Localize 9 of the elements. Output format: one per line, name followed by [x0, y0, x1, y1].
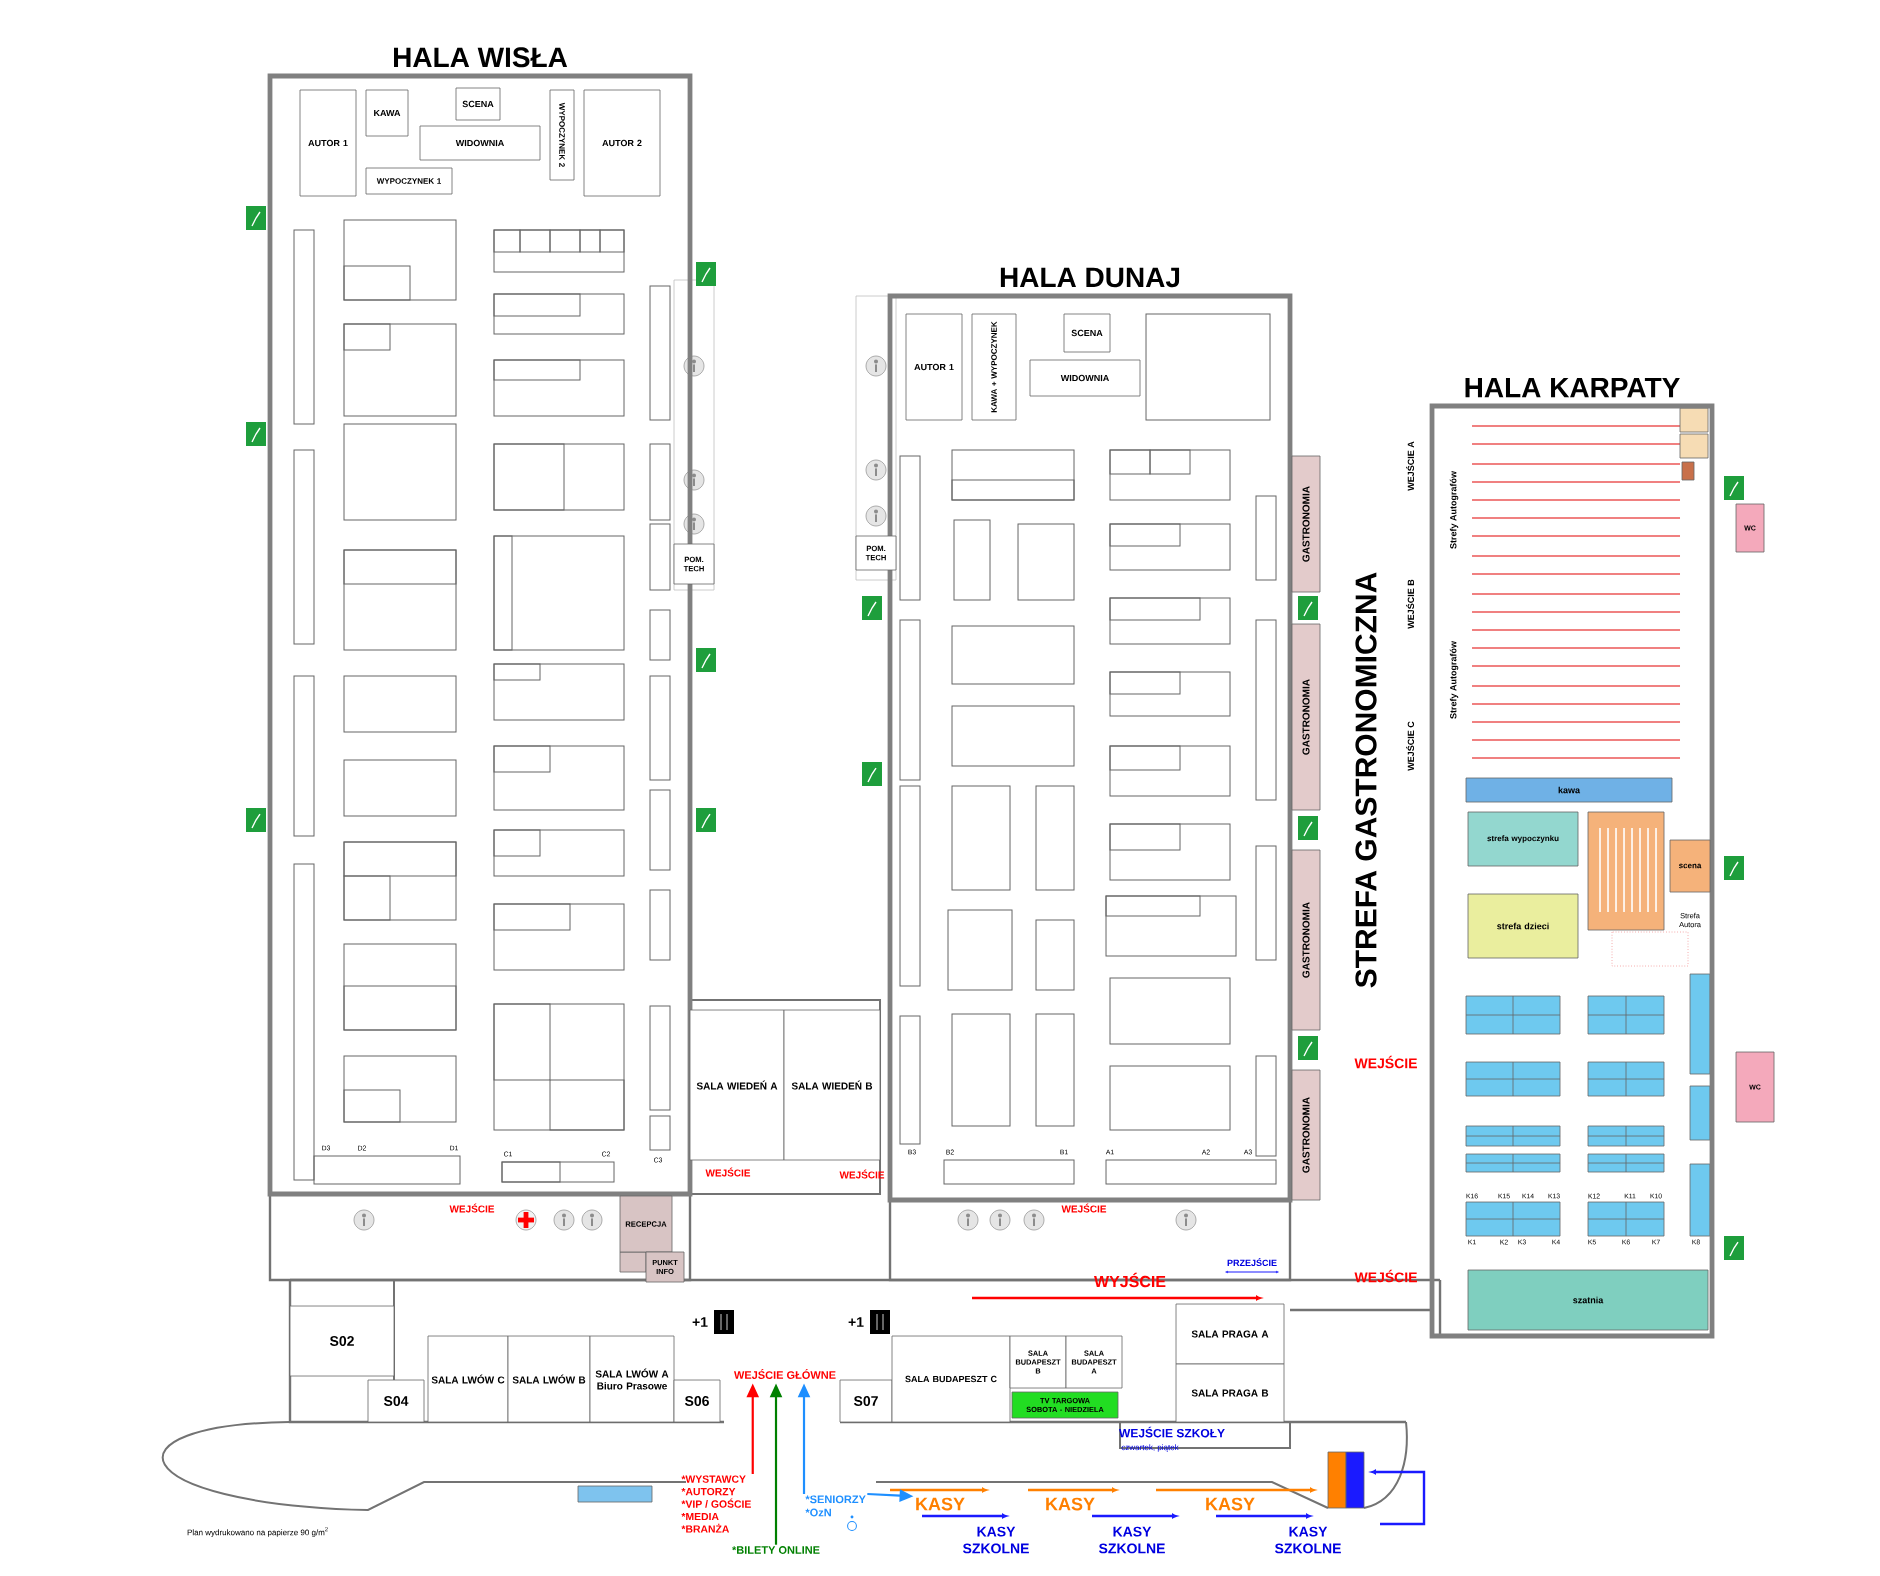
zone-label: STREFA GASTRONOMICZNA — [1355, 572, 1377, 988]
node-label: HALA KARPATY — [1465, 377, 1680, 398]
node-label: HALA WISŁA — [394, 47, 568, 68]
exit-label: WYJŚCIE — [1094, 1272, 1166, 1288]
ticket-office-label: KASY — [1206, 1497, 1255, 1511]
ticket-office-label: KASY — [916, 1497, 965, 1511]
node-label: HALA DUNAJ — [1000, 267, 1180, 288]
ticket-office-label: KASY — [1046, 1497, 1095, 1511]
locker-box — [577, 1485, 653, 1503]
